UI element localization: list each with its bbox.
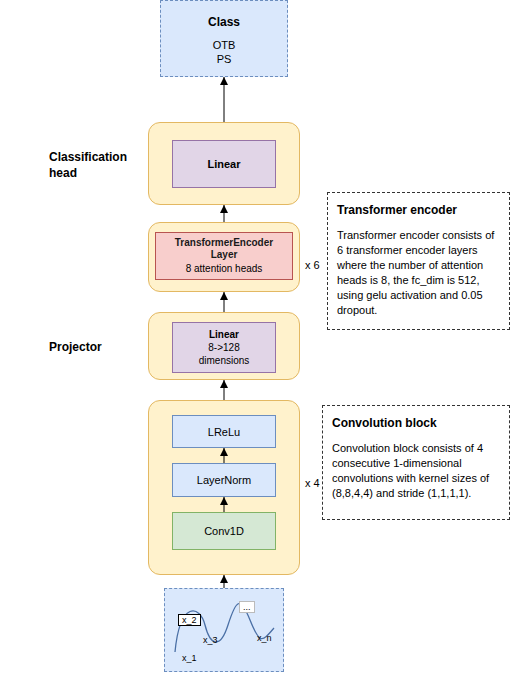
layer-box: LayerNorm <box>172 463 276 497</box>
node-text: x 6 <box>305 259 320 271</box>
node-text: Class <box>161 15 287 29</box>
node-text: OTB <box>161 38 287 52</box>
node-text: Convolution block consists of 4 consecut… <box>332 441 501 501</box>
layer-box: Linear8->128 dimensions <box>172 322 276 373</box>
layer-box: LReLu <box>172 415 276 448</box>
node-text: ... <box>239 601 255 613</box>
node-text: x 4 <box>305 477 320 489</box>
node-text: x_1 <box>182 653 197 663</box>
node-text: 8 attention heads <box>186 262 263 275</box>
node-text: LayerNorm <box>197 474 251 486</box>
signal-curve <box>175 604 274 652</box>
node-text: x_2 <box>178 614 201 626</box>
flow-arrow <box>224 292 225 312</box>
group-panel: Classification headLinear <box>148 122 300 205</box>
node-text: x_n <box>257 633 272 643</box>
node-text: 8->128 dimensions <box>184 341 264 367</box>
flow-arrow <box>224 448 225 463</box>
flow-arrow <box>224 575 225 588</box>
node-text: PS <box>161 52 287 66</box>
flow-arrow <box>224 205 225 222</box>
group-panel: x 6TransformerEncoder Layer8 attention h… <box>148 222 300 292</box>
node-text: Transformer encoder <box>337 203 501 217</box>
output-box: ClassOTBPS <box>160 0 288 77</box>
flow-arrow <box>224 380 225 400</box>
node-text: Projector <box>49 339 139 355</box>
flow-arrow <box>224 497 225 512</box>
node-text: TransformerEncoder Layer <box>169 237 279 261</box>
node-text: Linear <box>209 328 239 341</box>
input-box: x_2... x_3 x_n x_1 <box>164 588 284 672</box>
node-text: LReLu <box>208 426 240 438</box>
note-box: Transformer encoderTransformer encoder c… <box>327 192 510 330</box>
layer-box: TransformerEncoder Layer8 attention head… <box>155 232 293 280</box>
group-panel: ProjectorLinear8->128 dimensions <box>148 312 300 380</box>
layer-box: Linear <box>172 140 276 188</box>
layer-box: Conv1D <box>172 512 276 550</box>
flow-arrow <box>224 77 225 122</box>
node-text: Convolution block <box>332 416 501 430</box>
group-panel: x 4LReLuLayerNormConv1D <box>148 400 300 575</box>
node-text: Classification head <box>49 149 139 181</box>
note-box: Convolution blockConvolution block consi… <box>322 405 510 520</box>
node-text: Transformer encoder consists of 6 transf… <box>337 228 501 318</box>
node-text: Conv1D <box>204 525 244 537</box>
node-text: x_3 <box>203 635 218 645</box>
node-text: Linear <box>207 158 240 170</box>
